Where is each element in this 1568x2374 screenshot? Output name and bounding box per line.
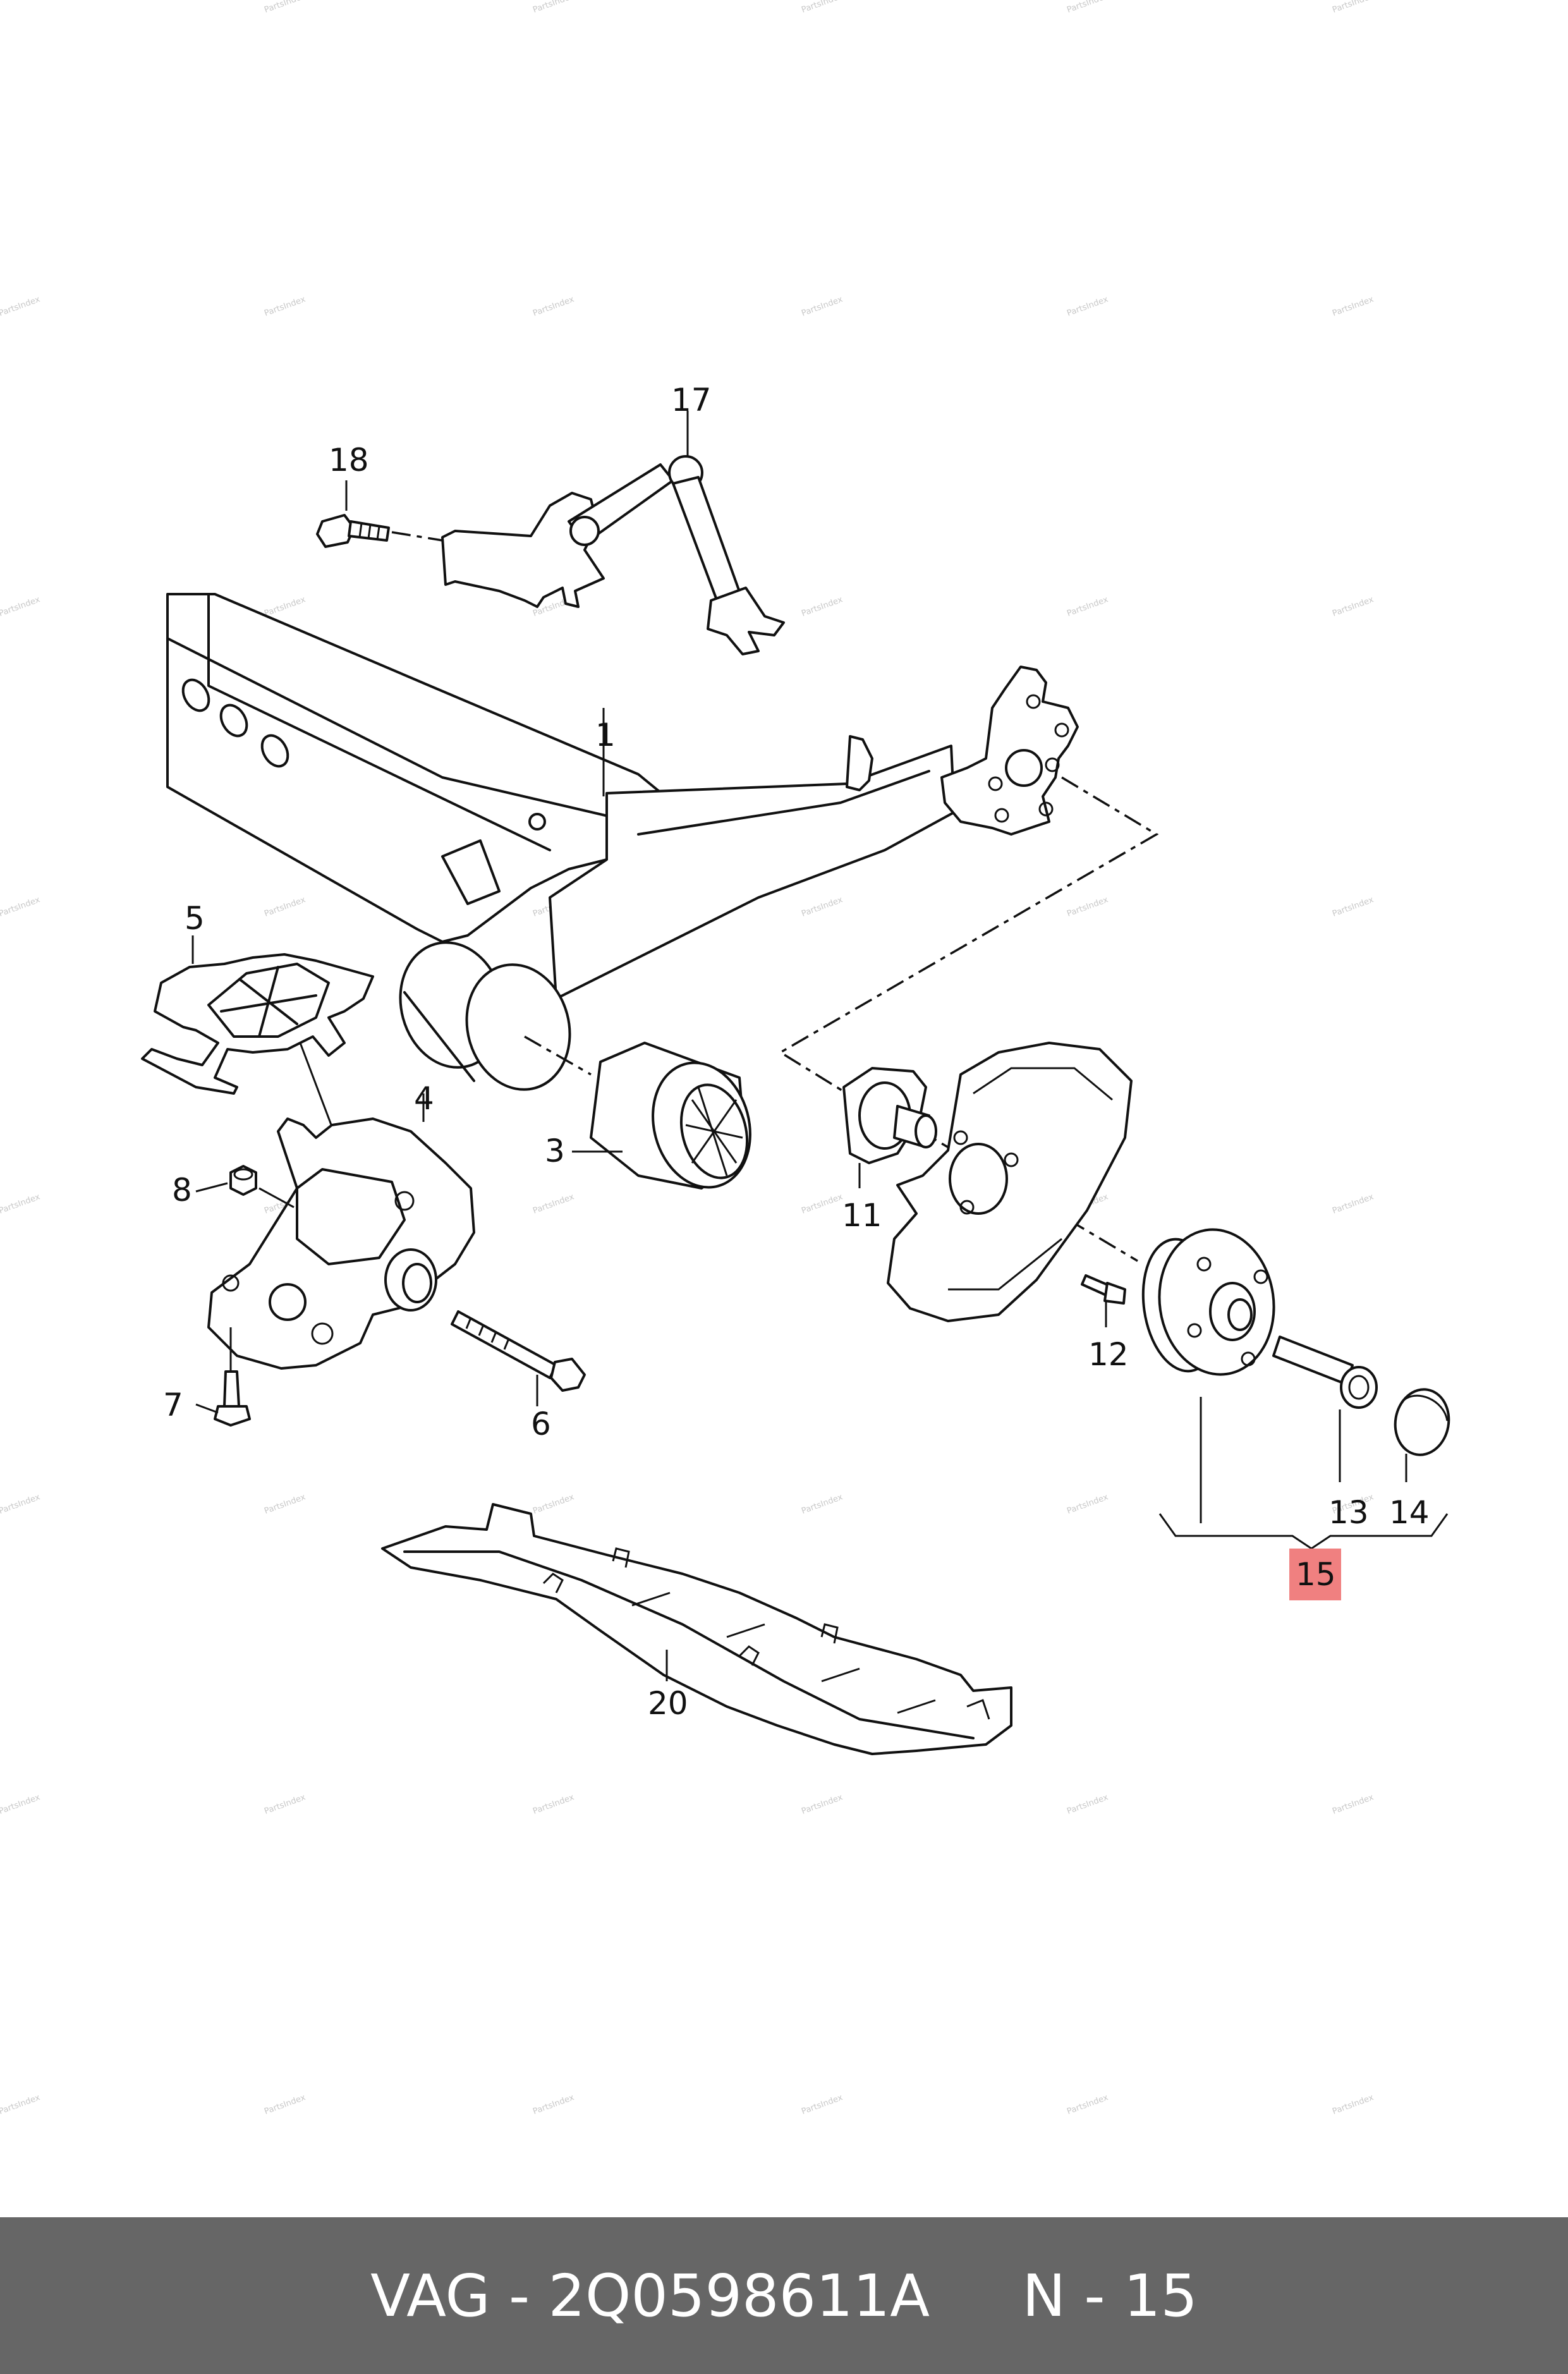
callout-8: 8	[172, 1172, 192, 1208]
part-15-wheel-hub	[1141, 1228, 1275, 1523]
footer-gap	[930, 2262, 1022, 2330]
callout-7: 7	[163, 1387, 183, 1423]
footer-separator: -	[490, 2261, 549, 2330]
svg-text:PartsIndex: PartsIndex	[263, 895, 307, 919]
part-number: 2Q0598611A	[548, 2261, 930, 2330]
svg-text:PartsIndex: PartsIndex	[263, 1793, 307, 1817]
part-6-long-bolt	[451, 1310, 586, 1406]
callout-20: 20	[648, 1685, 688, 1722]
part-5-bracket-cover	[141, 935, 374, 1160]
svg-text:PartsIndex: PartsIndex	[0, 1492, 42, 1516]
svg-text:PartsIndex: PartsIndex	[800, 295, 844, 319]
svg-text:PartsIndex: PartsIndex	[800, 0, 844, 15]
svg-text:PartsIndex: PartsIndex	[800, 595, 844, 619]
svg-text:PartsIndex: PartsIndex	[1331, 895, 1375, 919]
part-1-axle-beam	[166, 593, 1079, 1091]
svg-text:PartsIndex: PartsIndex	[263, 295, 307, 319]
svg-text:PartsIndex: PartsIndex	[1066, 2093, 1110, 2117]
position-label: N - 15	[1022, 2261, 1198, 2330]
brand-label: VAG	[370, 2261, 490, 2330]
svg-text:PartsIndex: PartsIndex	[0, 2093, 42, 2117]
svg-text:PartsIndex: PartsIndex	[1066, 1793, 1110, 1817]
svg-text:PartsIndex: PartsIndex	[1331, 595, 1375, 619]
svg-text:PartsIndex: PartsIndex	[1331, 0, 1375, 15]
callout-15-highlight	[1289, 1549, 1341, 1600]
svg-text:PartsIndex: PartsIndex	[1066, 1492, 1110, 1516]
svg-text:PartsIndex: PartsIndex	[1331, 1192, 1375, 1216]
part-17-level-sensor	[391, 411, 785, 655]
svg-text:PartsIndex: PartsIndex	[800, 1793, 844, 1817]
svg-text:PartsIndex: PartsIndex	[532, 1192, 576, 1216]
svg-text:PartsIndex: PartsIndex	[263, 0, 307, 15]
svg-text:PartsIndex: PartsIndex	[800, 895, 844, 919]
svg-text:PartsIndex: PartsIndex	[263, 2093, 307, 2117]
svg-text:PartsIndex: PartsIndex	[0, 295, 42, 319]
callout-14: 14	[1389, 1494, 1430, 1531]
callout-18: 18	[329, 442, 369, 478]
callout-5: 5	[185, 900, 205, 937]
svg-text:PartsIndex: PartsIndex	[0, 595, 42, 619]
brake-backing-plate	[887, 1042, 1133, 1322]
callout-6: 6	[531, 1406, 551, 1442]
callout-13: 13	[1328, 1494, 1369, 1531]
svg-text:PartsIndex: PartsIndex	[532, 295, 576, 319]
svg-text:PartsIndex: PartsIndex	[1331, 1793, 1375, 1817]
svg-text:PartsIndex: PartsIndex	[532, 1793, 576, 1817]
svg-text:PartsIndex: PartsIndex	[263, 1492, 307, 1516]
svg-text:PartsIndex: PartsIndex	[800, 2093, 844, 2117]
svg-text:PartsIndex: PartsIndex	[263, 595, 307, 619]
svg-text:PartsIndex: PartsIndex	[0, 1192, 42, 1216]
part-14-dust-cap	[1394, 1388, 1450, 1482]
callout-15: 15	[1296, 1556, 1336, 1593]
callout-12: 12	[1088, 1336, 1129, 1373]
svg-text:PartsIndex: PartsIndex	[1066, 895, 1110, 919]
svg-text:PartsIndex: PartsIndex	[1331, 295, 1375, 319]
part-13-hub-bolt	[1272, 1336, 1378, 1482]
svg-text:PartsIndex: PartsIndex	[0, 1793, 42, 1817]
part-8-nut	[195, 1165, 295, 1208]
part-4-mount-bracket	[207, 1093, 475, 1370]
callout-17: 17	[671, 382, 712, 418]
part-7-screw	[195, 1327, 251, 1427]
svg-text:PartsIndex: PartsIndex	[1066, 0, 1110, 15]
part-12-bolt	[1081, 1274, 1126, 1327]
part-18-bolt	[316, 480, 390, 548]
svg-text:PartsIndex: PartsIndex	[1066, 295, 1110, 319]
svg-text:PartsIndex: PartsIndex	[532, 2093, 576, 2117]
svg-text:PartsIndex: PartsIndex	[532, 0, 576, 15]
part-3-bushing	[572, 1042, 751, 1190]
svg-text:PartsIndex: PartsIndex	[532, 1492, 576, 1516]
part-number-footer: VAG - 2Q0598611A N - 15	[0, 2217, 1568, 2374]
part-20-underbody-trim	[381, 1503, 1012, 1755]
exploded-parts-diagram: PartsIndex PartsIndex PartsIndex PartsIn…	[0, 0, 1450, 2117]
callout-1: 1	[595, 717, 616, 753]
svg-text:PartsIndex: PartsIndex	[1331, 2093, 1375, 2117]
svg-text:PartsIndex: PartsIndex	[800, 1492, 844, 1516]
callout-4: 4	[414, 1080, 434, 1117]
svg-text:PartsIndex: PartsIndex	[800, 1192, 844, 1216]
callout-3: 3	[545, 1133, 565, 1169]
svg-text:PartsIndex: PartsIndex	[1066, 595, 1110, 619]
part-11-stub-axle-flange	[842, 1067, 937, 1188]
callout-11: 11	[842, 1197, 882, 1234]
svg-text:PartsIndex: PartsIndex	[0, 895, 42, 919]
